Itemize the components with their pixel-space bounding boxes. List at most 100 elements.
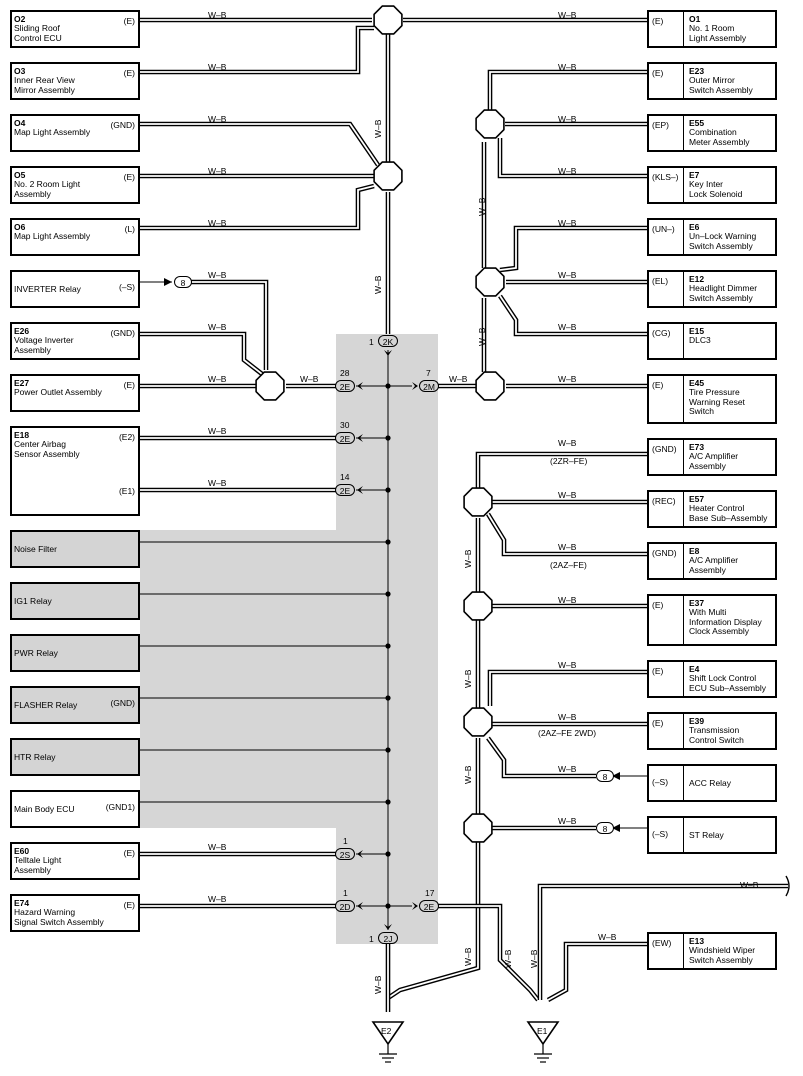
component-name: FLASHER Relay bbox=[14, 700, 78, 710]
pin-label: (E) bbox=[652, 600, 664, 610]
pin-label: (EP) bbox=[652, 120, 669, 130]
splice-junction bbox=[255, 371, 285, 401]
pin-label: (E) bbox=[123, 172, 135, 182]
wire-color-label-vertical: W–B bbox=[373, 275, 383, 294]
component-name: Map Light Assembly bbox=[14, 127, 91, 137]
pin-divider bbox=[683, 12, 684, 46]
note-2zr-fe: (2ZR–FE) bbox=[550, 456, 588, 466]
pin-label: (GND) bbox=[110, 328, 135, 338]
pin-label: (E) bbox=[123, 380, 135, 390]
wire-color-label: W–B bbox=[558, 270, 577, 280]
pin-label: (E) bbox=[652, 666, 664, 676]
component-code: E6 bbox=[689, 222, 700, 232]
wire-color-label-vertical: W–B bbox=[373, 975, 383, 994]
pin-divider bbox=[683, 766, 684, 800]
component-code: O6 bbox=[14, 222, 26, 232]
wire-core bbox=[539, 885, 788, 1000]
wire-color-label: W–B bbox=[208, 114, 227, 124]
component-name: Center Airbag Sensor Assembly bbox=[14, 439, 80, 459]
connector-2k: 2K bbox=[378, 335, 398, 347]
component-code: O4 bbox=[14, 118, 26, 128]
component-name: Outer Mirror Switch Assembly bbox=[689, 75, 753, 95]
note-2az-fe: (2AZ–FE) bbox=[550, 560, 587, 570]
splice-junction bbox=[373, 161, 403, 191]
component-name: Main Body ECU bbox=[14, 804, 75, 814]
arrow-head bbox=[612, 824, 620, 832]
pin-label: (REC) bbox=[652, 496, 676, 506]
wire-core bbox=[140, 333, 263, 375]
connector-arrow bbox=[357, 486, 363, 494]
wire-color-label: W–B bbox=[558, 660, 577, 670]
pin-divider bbox=[683, 714, 684, 748]
pin-divider bbox=[683, 220, 684, 254]
pin-divider bbox=[683, 596, 684, 644]
ground-triangle bbox=[526, 1021, 560, 1046]
arrow-head bbox=[612, 772, 620, 780]
wire-color-label-vertical: W–B bbox=[529, 949, 539, 968]
component-code: E8 bbox=[689, 546, 700, 556]
pin-label: (GND) bbox=[652, 444, 677, 454]
pin-label: (CG) bbox=[652, 328, 671, 338]
connector-arrow bbox=[412, 902, 418, 910]
pin-17: 17 bbox=[425, 888, 435, 898]
wire-color-label: W–B bbox=[558, 764, 577, 774]
wire-core bbox=[489, 71, 647, 112]
note-2az-fe-2wd: (2AZ–FE 2WD) bbox=[538, 728, 597, 738]
wire bbox=[140, 121, 380, 167]
component-flasher: FLASHER Relay (GND) bbox=[10, 686, 140, 724]
component-st: ST Relay(–S) bbox=[647, 816, 777, 854]
pin-label: (–S) bbox=[652, 777, 669, 787]
wire-core bbox=[487, 513, 647, 555]
component-ig1: IG1 Relay bbox=[10, 582, 140, 620]
pin-2s: 1 bbox=[343, 836, 348, 846]
wire bbox=[140, 183, 375, 231]
component-code: O1 bbox=[689, 14, 701, 24]
wire-color-label: W–B bbox=[208, 62, 227, 72]
pin-7: 7 bbox=[426, 368, 431, 378]
wire-color-label: W–B bbox=[558, 490, 577, 500]
wire-core bbox=[499, 227, 647, 271]
ground-triangle bbox=[371, 1021, 405, 1046]
wire-core bbox=[140, 123, 379, 166]
pin-label: (GND) bbox=[110, 698, 135, 708]
component-inverter: INVERTER Relay(–S) bbox=[10, 270, 140, 308]
wire-color-label: W–B bbox=[208, 478, 227, 488]
wire-color-label: W–B bbox=[208, 426, 227, 436]
component-name: Hazard Warning Signal Switch Assembly bbox=[14, 907, 104, 927]
wire-color-label-vertical: W–B bbox=[503, 949, 513, 968]
splice-junction bbox=[463, 591, 493, 621]
wire-color-label: W–B bbox=[208, 10, 227, 20]
wire-color-label: W–B bbox=[300, 374, 319, 384]
component-acc: ACC Relay(–S) bbox=[647, 764, 777, 802]
wire bbox=[190, 279, 269, 370]
component-htr: HTR Relay bbox=[10, 738, 140, 776]
component-noise: Noise Filter bbox=[10, 530, 140, 568]
splice-junction bbox=[373, 5, 403, 35]
connector-arrow bbox=[384, 924, 392, 930]
wire-color-label: W–B bbox=[558, 816, 577, 826]
component-pwr: PWR Relay bbox=[10, 634, 140, 672]
component-name: Sliding Roof Control ECU bbox=[14, 23, 62, 43]
component-name: Shift Lock Control ECU Sub–Assembly bbox=[689, 673, 767, 693]
wire bbox=[499, 225, 647, 273]
wire-core bbox=[140, 27, 374, 73]
wire-color-label: W–B bbox=[558, 712, 577, 722]
pin-divider bbox=[683, 492, 684, 526]
pin-divider bbox=[683, 324, 684, 358]
component-name: Voltage Inverter Assembly bbox=[14, 335, 74, 355]
wire-core bbox=[547, 943, 647, 1001]
wire-core bbox=[487, 737, 596, 777]
wire-color-label: W–B bbox=[558, 62, 577, 72]
